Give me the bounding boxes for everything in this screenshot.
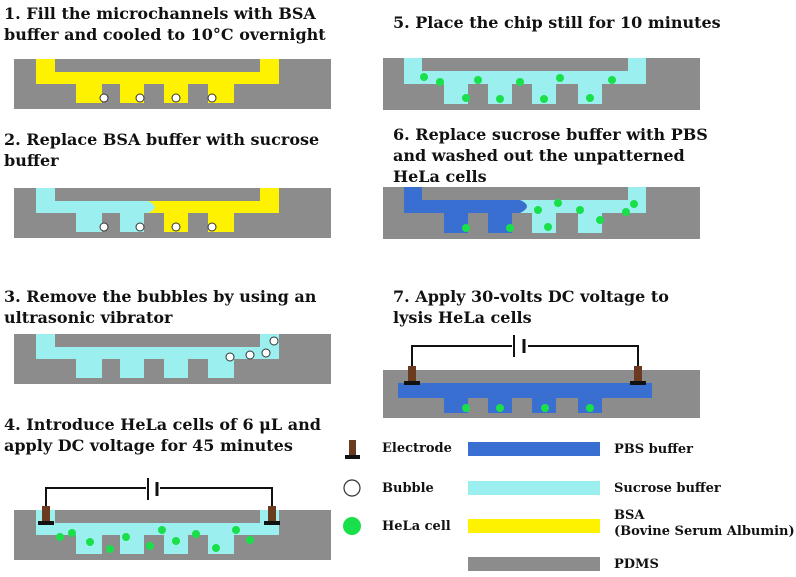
legend-bubble-label: Bubble <box>382 481 434 496</box>
chip-step-4 <box>14 478 331 560</box>
chip-step-5 <box>383 58 700 110</box>
legend-pbs-label: PBS buffer <box>614 442 694 457</box>
legend-sucrose-label: Sucrose buffer <box>614 481 721 496</box>
legend-pdms-swatch <box>468 557 600 571</box>
step-4-caption: 4. Introduce HeLa cells of 6 μL and appl… <box>4 415 321 455</box>
legend-electrode-icon <box>345 440 360 459</box>
legend-bsa-swatch <box>468 519 600 533</box>
legend-bsa-label: BSA (Bovine Serum Albumin) <box>614 508 795 539</box>
step-5-caption: 5. Place the chip still for 10 minutes <box>393 13 721 32</box>
legend-hela-icon <box>343 517 361 535</box>
legend-electrode-label: Electrode <box>382 441 452 456</box>
chip-step-3 <box>14 334 331 384</box>
chip-step-6 <box>383 187 700 239</box>
legend-pbs-swatch <box>468 442 600 456</box>
step-1-caption: 1. Fill the microchannels with BSA buffe… <box>4 4 326 44</box>
step-3-caption: 3. Remove the bubbles by using an ultras… <box>4 287 317 327</box>
step-2-caption: 2. Replace BSA buffer with sucrose buffe… <box>4 130 320 170</box>
step-7-caption: 7. Apply 30-volts DC voltage to lysis He… <box>393 287 669 327</box>
legend-hela-label: HeLa cell <box>382 519 451 534</box>
legend <box>343 440 600 571</box>
chip-step-1 <box>14 59 331 109</box>
legend-bubble-icon <box>343 479 361 497</box>
chip-step-2 <box>14 188 331 238</box>
legend-pdms-label: PDMS <box>614 557 659 572</box>
legend-sucrose-swatch <box>468 481 600 495</box>
chip-step-7 <box>383 335 700 418</box>
step-6-caption: 6. Replace sucrose buffer with PBS and w… <box>393 125 708 186</box>
